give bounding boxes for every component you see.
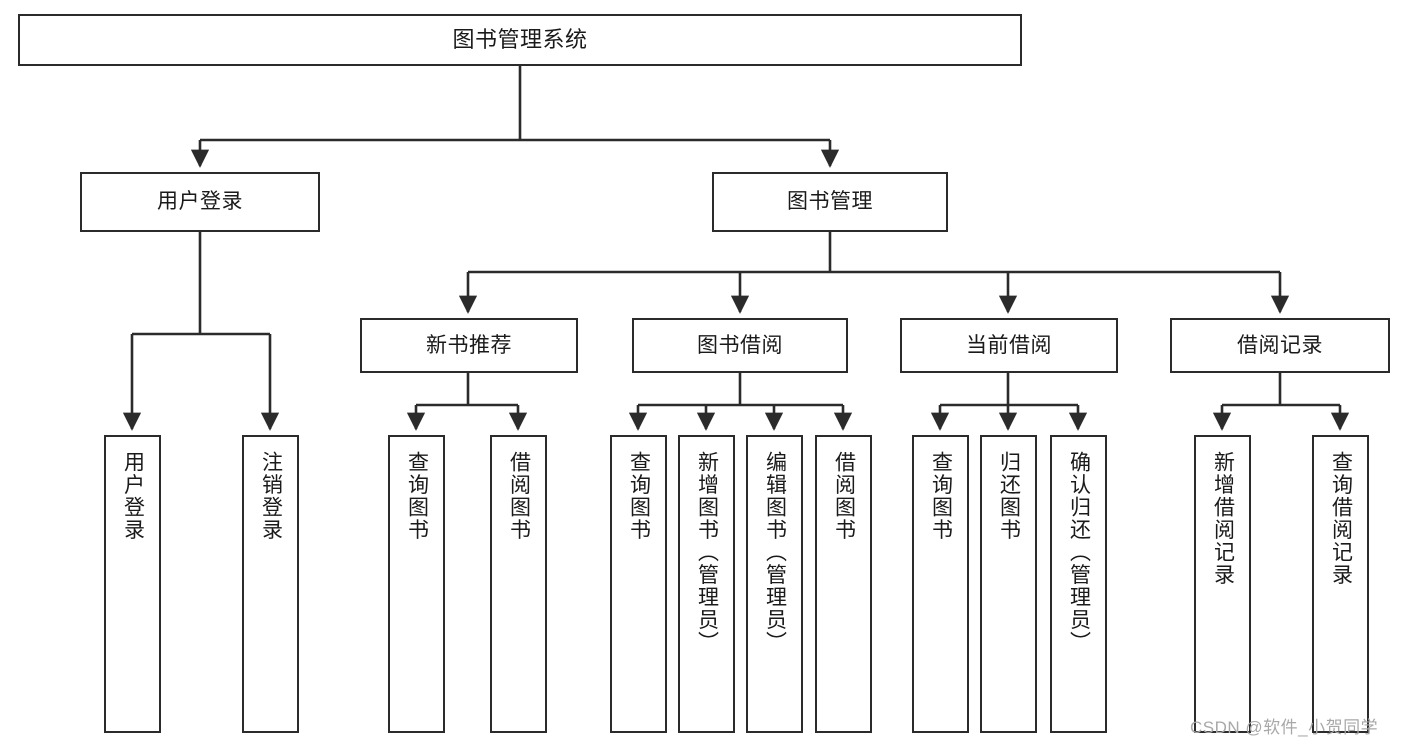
- leaf-query-book-recommend[interactable]: 查询图书: [388, 435, 445, 733]
- node-user-login-label: 用户登录: [157, 190, 243, 214]
- node-root-label: 图书管理系统: [452, 26, 588, 52]
- leaf-edit-book-admin[interactable]: 编辑图书（管理员）: [746, 435, 803, 733]
- leaf-add-borrow-record-label: 新增借阅记录: [1211, 451, 1235, 586]
- leaf-query-book-borrow-label: 查询图书: [627, 451, 651, 541]
- node-root[interactable]: 图书管理系统: [18, 14, 1022, 66]
- node-book-borrow[interactable]: 图书借阅: [632, 318, 848, 373]
- leaf-edit-book-admin-label: 编辑图书（管理员）: [763, 451, 787, 654]
- leaf-borrow-book-recommend[interactable]: 借阅图书: [490, 435, 547, 733]
- node-book-management-label: 图书管理: [787, 190, 873, 214]
- leaf-user-login-label: 用户登录: [121, 451, 145, 541]
- leaf-return-book-label: 归还图书: [997, 451, 1021, 541]
- leaf-user-login[interactable]: 用户登录: [104, 435, 161, 733]
- leaf-confirm-return-admin-label: 确认归还（管理员）: [1067, 451, 1091, 654]
- watermark-text: CSDN @软件_小贺同学: [1190, 718, 1379, 737]
- leaf-add-book-admin[interactable]: 新增图书（管理员）: [678, 435, 735, 733]
- node-current-borrow-label: 当前借阅: [966, 333, 1052, 357]
- node-new-book-recommend-label: 新书推荐: [426, 333, 512, 357]
- node-book-borrow-label: 图书借阅: [697, 333, 783, 357]
- leaf-borrow-book-recommend-label: 借阅图书: [507, 451, 531, 541]
- node-borrow-record-label: 借阅记录: [1237, 333, 1323, 357]
- leaf-add-borrow-record[interactable]: 新增借阅记录: [1194, 435, 1251, 733]
- leaf-borrow-book-label: 借阅图书: [832, 451, 856, 541]
- leaf-logout-label: 注销登录: [259, 451, 283, 541]
- leaf-logout[interactable]: 注销登录: [242, 435, 299, 733]
- node-user-login[interactable]: 用户登录: [80, 172, 320, 232]
- leaf-query-book-recommend-label: 查询图书: [405, 451, 429, 541]
- leaf-query-book-current[interactable]: 查询图书: [912, 435, 969, 733]
- node-book-management[interactable]: 图书管理: [712, 172, 948, 232]
- leaf-confirm-return-admin[interactable]: 确认归还（管理员）: [1050, 435, 1107, 733]
- leaf-borrow-book[interactable]: 借阅图书: [815, 435, 872, 733]
- node-borrow-record[interactable]: 借阅记录: [1170, 318, 1390, 373]
- leaf-query-borrow-record[interactable]: 查询借阅记录: [1312, 435, 1369, 733]
- leaf-return-book[interactable]: 归还图书: [980, 435, 1037, 733]
- leaf-query-book-borrow[interactable]: 查询图书: [610, 435, 667, 733]
- leaf-add-book-admin-label: 新增图书（管理员）: [695, 451, 719, 654]
- node-new-book-recommend[interactable]: 新书推荐: [360, 318, 578, 373]
- node-current-borrow[interactable]: 当前借阅: [900, 318, 1118, 373]
- leaf-query-borrow-record-label: 查询借阅记录: [1329, 451, 1353, 586]
- leaf-query-book-current-label: 查询图书: [929, 451, 953, 541]
